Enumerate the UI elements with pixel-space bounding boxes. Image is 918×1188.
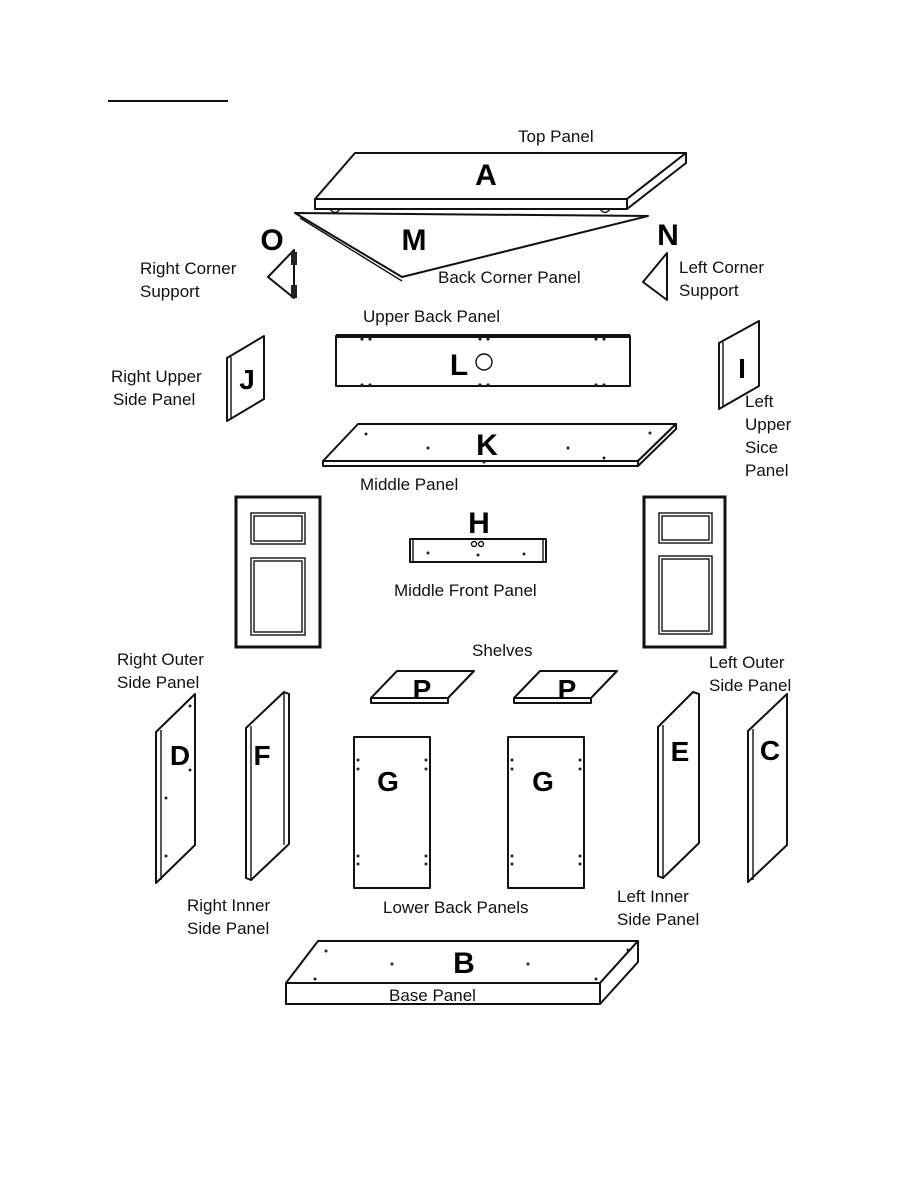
part-d-right-outer-side-panel: D Right Outer Side Panel — [117, 650, 204, 884]
label-left-corner-support-line1: Left Corner — [679, 258, 764, 277]
right-corner-support-bracket-top — [291, 252, 297, 265]
upper-back-panel-shape — [335, 335, 631, 387]
lower-back-panel-left: G — [353, 736, 431, 889]
part-j-right-upper-side-panel: J Right Upper Side Panel — [111, 335, 265, 422]
letter-k: K — [476, 429, 498, 462]
label-middle-front-panel: Middle Front Panel — [394, 581, 537, 600]
letter-g-left: G — [377, 766, 399, 797]
label-left-upper-side-panel-line4: Panel — [745, 461, 788, 480]
part-c-left-outer-side-panel: C Left Outer Side Panel — [709, 653, 791, 883]
letter-e: E — [671, 736, 690, 767]
label-left-corner-support-line2: Support — [679, 281, 739, 300]
label-right-inner-side-panel-line2: Side Panel — [187, 919, 269, 938]
part-b-base-panel: B Base Panel — [285, 940, 639, 1005]
label-left-outer-side-panel-line2: Side Panel — [709, 676, 791, 695]
letter-i: I — [738, 353, 746, 384]
label-left-outer-side-panel-line1: Left Outer — [709, 653, 785, 672]
part-p-shelves: Shelves P P — [370, 641, 618, 705]
middle-panel-surface — [322, 423, 677, 462]
label-base-panel: Base Panel — [389, 986, 476, 1005]
label-left-upper-side-panel-line3: Sice — [745, 438, 778, 457]
label-top-panel: Top Panel — [518, 127, 594, 146]
letter-f: F — [253, 740, 270, 771]
letter-g-right: G — [532, 766, 554, 797]
right-door-frame — [234, 495, 322, 649]
label-shelves: Shelves — [472, 641, 532, 660]
left-door-upper-window — [658, 512, 713, 544]
part-h-middle-front-panel: H Middle Front Panel — [394, 507, 547, 600]
top-panel-edge — [314, 198, 628, 210]
back-corner-panel-shape — [294, 212, 649, 278]
part-l-upper-back-panel: L Upper Back Panel — [335, 307, 631, 387]
right-corner-support-bracket-bottom — [291, 285, 297, 298]
letter-o: O — [260, 224, 283, 257]
label-back-corner-panel: Back Corner Panel — [438, 268, 581, 287]
label-right-corner-support-line1: Right Corner — [140, 259, 237, 278]
left-door-lower-window — [658, 555, 713, 635]
left-corner-support-shape — [642, 252, 668, 301]
part-i-left-upper-side-panel: I Left Upper Sice Panel — [718, 320, 792, 480]
middle-front-panel-shape — [409, 538, 547, 563]
label-left-upper-side-panel-line1: Left — [745, 392, 774, 411]
upper-back-panel-hole — [475, 353, 493, 371]
shelf-left: P — [370, 670, 475, 705]
right-upper-door — [234, 495, 322, 649]
top-panel-side — [626, 152, 687, 210]
letter-j: J — [239, 364, 255, 395]
label-right-upper-side-panel-line2: Side Panel — [113, 390, 195, 409]
left-inner-side-panel-shape — [657, 691, 700, 879]
left-upper-side-panel-shape — [718, 320, 760, 410]
letter-n: N — [657, 219, 679, 252]
right-corner-support-shape — [267, 249, 295, 299]
part-f-right-inner-side-panel: F Right Inner Side Panel — [187, 691, 290, 938]
left-upper-door — [642, 495, 727, 649]
part-k-middle-panel: K Middle Panel — [322, 423, 677, 494]
right-inner-side-panel-shape — [245, 691, 290, 881]
part-e-left-inner-side-panel: E Left Inner Side Panel — [617, 691, 700, 929]
left-door-frame — [642, 495, 727, 649]
label-left-upper-side-panel-line2: Upper — [745, 415, 792, 434]
label-middle-panel: Middle Panel — [360, 475, 458, 494]
letter-l: L — [450, 349, 468, 382]
left-outer-side-panel-shape — [747, 693, 788, 883]
label-right-inner-side-panel-line1: Right Inner — [187, 896, 270, 915]
lower-back-panel-right: G — [507, 736, 585, 889]
middle-panel-side — [637, 423, 677, 467]
top-panel-surface — [314, 152, 687, 200]
back-corner-panel-edge — [299, 217, 403, 282]
letter-d: D — [170, 740, 190, 771]
letter-b: B — [453, 947, 475, 980]
part-a-top-panel: A Top Panel — [314, 127, 687, 214]
right-outer-side-panel-shape — [155, 693, 196, 884]
label-right-upper-side-panel-line1: Right Upper — [111, 367, 202, 386]
shelf-right: P — [513, 670, 618, 705]
label-lower-back-panels: Lower Back Panels — [383, 898, 529, 917]
letter-m: M — [402, 224, 427, 257]
part-n-left-corner-support: N Left Corner Support — [642, 219, 764, 301]
letter-h: H — [468, 507, 490, 540]
base-panel-side — [599, 940, 639, 1005]
letter-a: A — [475, 159, 497, 192]
label-right-corner-support-line2: Support — [140, 282, 200, 301]
label-right-outer-side-panel-line1: Right Outer — [117, 650, 204, 669]
right-door-lower-window — [250, 557, 306, 636]
part-m-back-corner-panel: M Back Corner Panel — [294, 212, 649, 287]
letter-p-right: P — [558, 674, 577, 705]
letter-p-left: P — [413, 674, 432, 705]
label-right-outer-side-panel-line2: Side Panel — [117, 673, 199, 692]
part-g-lower-back-panels: G G Lower Back Panels — [353, 736, 585, 917]
right-upper-side-panel-shape — [226, 335, 265, 422]
label-upper-back-panel: Upper Back Panel — [363, 307, 500, 326]
label-left-inner-side-panel-line1: Left Inner — [617, 887, 689, 906]
letter-c: C — [760, 735, 780, 766]
label-left-inner-side-panel-line2: Side Panel — [617, 910, 699, 929]
part-o-right-corner-support: O Right Corner Support — [140, 224, 297, 301]
right-door-upper-window — [250, 512, 306, 545]
